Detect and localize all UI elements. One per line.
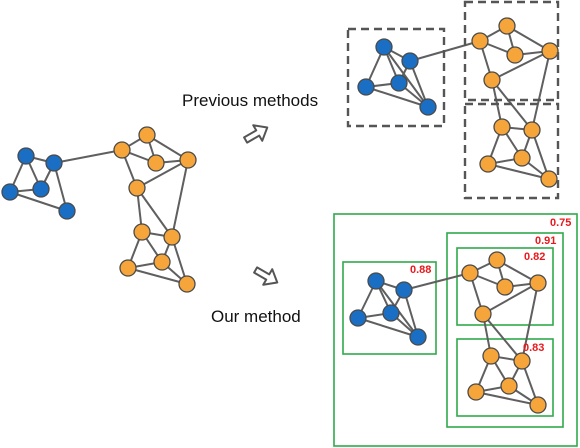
blue-node xyxy=(1,183,19,201)
orange-node xyxy=(163,228,181,246)
blue-node xyxy=(419,98,437,116)
orange-node xyxy=(471,32,489,50)
orange-node xyxy=(178,275,196,293)
original-graph-nodes xyxy=(1,126,197,293)
orange-node xyxy=(493,118,511,136)
dashed-box-lower-orange xyxy=(463,102,560,200)
green-box-left-cluster xyxy=(342,261,437,355)
orange-node xyxy=(540,170,558,188)
orange-node xyxy=(483,71,501,89)
orange-node xyxy=(541,42,559,60)
dashed-box-upper-orange xyxy=(463,0,560,102)
blue-node xyxy=(401,52,419,70)
blue-node xyxy=(367,272,385,290)
our-graph-nodes xyxy=(349,251,547,414)
green-box-upper-right xyxy=(456,247,554,326)
orange-node xyxy=(119,259,137,277)
green-box-outer xyxy=(333,213,578,447)
dashed-box-blue-cluster xyxy=(346,27,446,128)
orange-node xyxy=(513,149,531,167)
orange-node xyxy=(153,253,171,271)
orange-node xyxy=(113,141,131,159)
orange-node xyxy=(513,352,531,370)
orange-node xyxy=(479,155,497,173)
score-right-group: 0.91 xyxy=(535,235,556,247)
orange-node xyxy=(179,151,197,169)
orange-node xyxy=(467,383,485,401)
orange-node xyxy=(498,17,516,35)
blue-node xyxy=(375,38,393,56)
blue-node xyxy=(382,304,400,322)
blue-node xyxy=(45,154,63,172)
orange-node xyxy=(138,126,156,144)
score-lower-right: 0.83 xyxy=(523,342,544,354)
orange-node xyxy=(529,274,547,292)
arrow-right-icon xyxy=(253,266,279,286)
blue-node xyxy=(390,74,408,92)
blue-node xyxy=(17,147,35,165)
orange-node xyxy=(529,396,547,414)
orange-node xyxy=(500,377,518,395)
orange-node xyxy=(461,264,479,282)
previous-methods-label: Previous methods xyxy=(182,91,318,110)
orange-node xyxy=(523,121,541,139)
our-method-label: Our method xyxy=(211,307,301,326)
orange-node xyxy=(474,305,492,323)
arrow-right-icon xyxy=(243,124,269,144)
orange-node xyxy=(506,46,524,64)
blue-node xyxy=(409,328,427,346)
green-box-right-group xyxy=(446,232,564,428)
orange-node xyxy=(488,251,506,269)
cluster-scores: 0.75 0.91 0.88 0.82 0.83 xyxy=(410,217,571,354)
orange-node xyxy=(147,154,165,172)
orange-node xyxy=(496,278,514,296)
previous-graph-nodes xyxy=(357,17,559,188)
original-graph xyxy=(1,126,197,293)
previous-methods-graph xyxy=(346,0,560,200)
score-outer: 0.75 xyxy=(550,217,571,229)
blue-node xyxy=(349,309,367,327)
score-upper-right: 0.82 xyxy=(524,251,545,263)
blue-node xyxy=(58,202,76,220)
our-method-graph: 0.75 0.91 0.88 0.82 0.83 xyxy=(333,213,578,447)
orange-node xyxy=(128,179,146,197)
blue-node xyxy=(357,78,375,96)
blue-node xyxy=(32,180,50,198)
blue-node xyxy=(395,281,413,299)
orange-node xyxy=(482,347,500,365)
score-left-cluster: 0.88 xyxy=(410,264,431,276)
orange-node xyxy=(133,223,151,241)
